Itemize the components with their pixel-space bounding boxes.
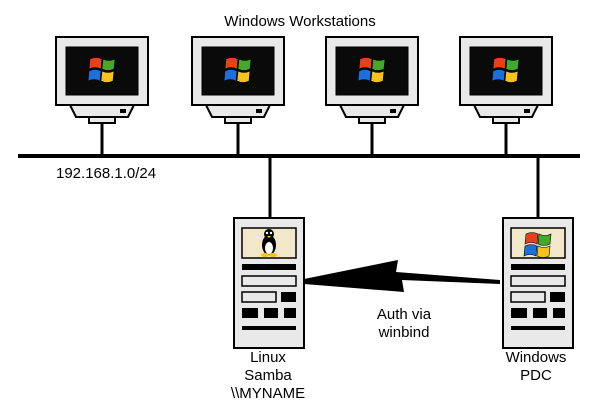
auth-link-label-line1: Auth via [377,306,432,323]
windows-server-label-line2: PDC [520,367,552,384]
auth-link-label-line2: winbind [378,324,430,341]
windows-server-label-line1: Windows [506,349,567,366]
linux-server-label-line2: Samba [244,367,292,384]
workstation-2 [191,36,285,124]
workstation-4 [459,36,553,124]
subnet-label: 192.168.1.0/24 [56,165,156,182]
windows-pdc-server [502,217,574,349]
auth-link-bolt [304,260,500,292]
linux-samba-server [233,217,305,349]
workstations-title: Windows Workstations [224,13,375,30]
workstation-3 [325,36,419,124]
linux-server-label-line1: Linux [250,349,286,366]
workstation-1 [55,36,149,124]
linux-server-label-line3: \\MYNAME [231,385,305,402]
linux-penguin-icon [261,229,277,257]
